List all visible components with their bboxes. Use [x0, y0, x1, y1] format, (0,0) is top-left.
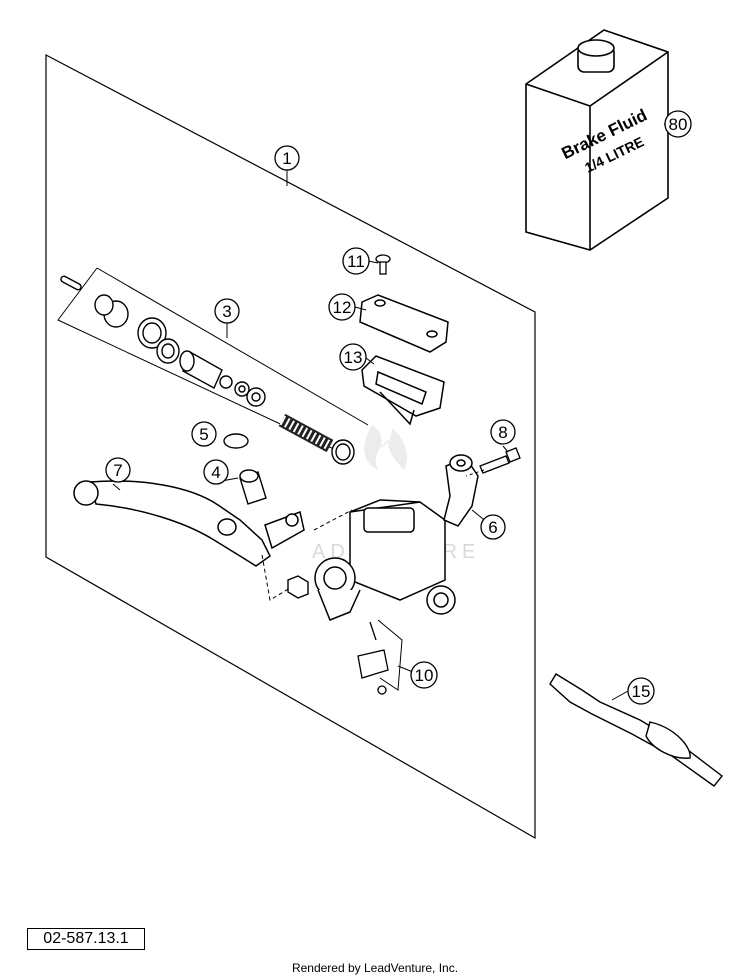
callout-7: 7	[105, 457, 131, 483]
svg-text:5: 5	[199, 425, 208, 444]
callout-1: 1	[274, 145, 300, 171]
callout-8: 8	[490, 419, 516, 445]
brake-fluid-can	[525, 29, 669, 251]
render-credit: Rendered by LeadVenture, Inc.	[291, 961, 459, 975]
callout-80: 80	[664, 110, 692, 138]
callout-4: 4	[203, 459, 229, 485]
clamp-bolt	[479, 447, 521, 474]
svg-text:7: 7	[113, 461, 122, 480]
svg-text:1: 1	[282, 149, 291, 168]
washer	[223, 433, 249, 449]
handlebar-clamp	[443, 454, 479, 527]
brake-lever	[73, 480, 305, 567]
svg-text:10: 10	[415, 666, 434, 685]
callout-3: 3	[214, 298, 240, 324]
callout-10: 10	[410, 661, 438, 689]
piston-kit	[60, 275, 355, 465]
callout-6: 6	[480, 514, 506, 540]
drawing-code: 02-587.13.1	[27, 928, 145, 950]
brake-hose	[549, 673, 723, 787]
assembly-frame	[45, 54, 536, 840]
svg-text:15: 15	[632, 682, 651, 701]
master-cylinder-body	[314, 499, 456, 621]
svg-text:12: 12	[333, 298, 352, 317]
svg-text:11: 11	[347, 252, 365, 271]
callout-11: 11	[342, 247, 370, 275]
cover-screw	[375, 254, 391, 275]
callout-12: 12	[328, 293, 356, 321]
lever-nut	[287, 575, 309, 599]
brake-light-switch	[357, 621, 389, 695]
reservoir-cover	[359, 294, 449, 353]
svg-text:8: 8	[498, 423, 507, 442]
watermark-flame-icon	[364, 425, 407, 470]
svg-text:13: 13	[344, 348, 363, 367]
callout-15: 15	[627, 677, 655, 705]
svg-text:4: 4	[211, 463, 220, 482]
reservoir-diaphragm	[361, 355, 445, 426]
subassembly-frame	[57, 267, 354, 459]
pivot-pin	[239, 469, 267, 505]
svg-text:80: 80	[669, 115, 688, 134]
callout-13: 13	[339, 343, 367, 371]
svg-text:3: 3	[222, 302, 231, 321]
callout-5: 5	[191, 421, 217, 447]
svg-text:6: 6	[488, 518, 497, 537]
